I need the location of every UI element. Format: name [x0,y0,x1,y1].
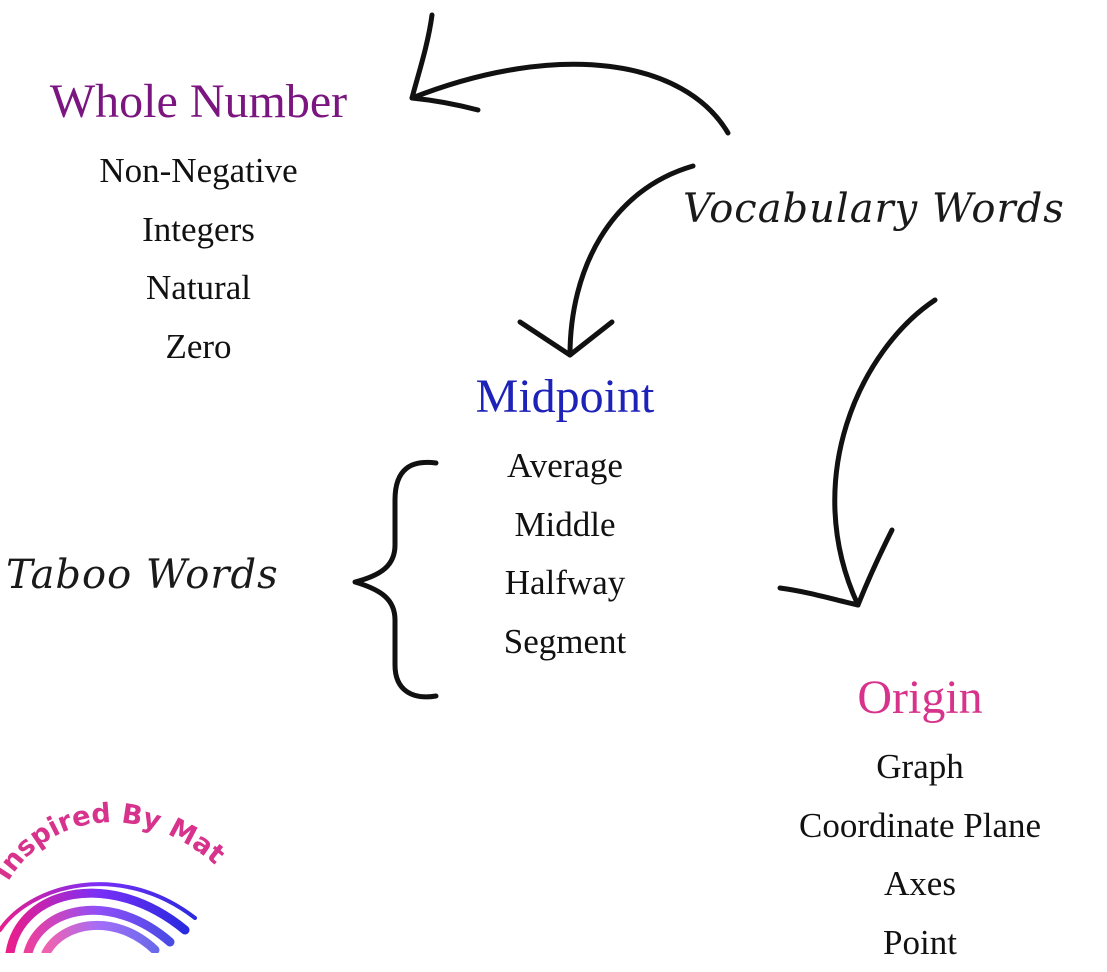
arrow-to-origin [835,300,935,605]
inspired-by-math-logo: Inspired By Math [0,790,230,953]
arrowhead-midpoint [520,322,612,355]
midpoint-title: Midpoint [400,373,730,421]
whole-number-word: Non-Negative [0,142,397,201]
vocabulary-words-label: Vocabulary Words [683,186,1065,232]
arrow-to-whole-number [412,64,728,133]
whole-number-word: Zero [0,318,397,377]
midpoint-word: Middle [400,496,730,555]
whole-number-word: Integers [0,201,397,260]
origin-word: Graph [750,738,1090,797]
origin-title: Origin [750,674,1090,722]
whole-number-words: Non-Negative Integers Natural Zero [0,142,397,376]
origin-word: Coordinate Plane [750,797,1090,856]
svg-text:Inspired By Math: Inspired By Math [0,790,230,886]
whole-number-word: Natural [0,259,397,318]
arrow-to-midpoint [570,166,693,355]
origin-words: Graph Coordinate Plane Axes Point [750,738,1090,972]
origin-word: Point [750,914,1090,972]
midpoint-word: Segment [400,613,730,672]
taboo-words-label: Taboo Words [6,552,279,598]
midpoint-words: Average Middle Halfway Segment [400,437,730,671]
whole-number-title: Whole Number [0,78,397,126]
midpoint-word: Halfway [400,554,730,613]
origin-word: Axes [750,855,1090,914]
logo-text: Inspired By Math [0,790,230,886]
midpoint-word: Average [400,437,730,496]
